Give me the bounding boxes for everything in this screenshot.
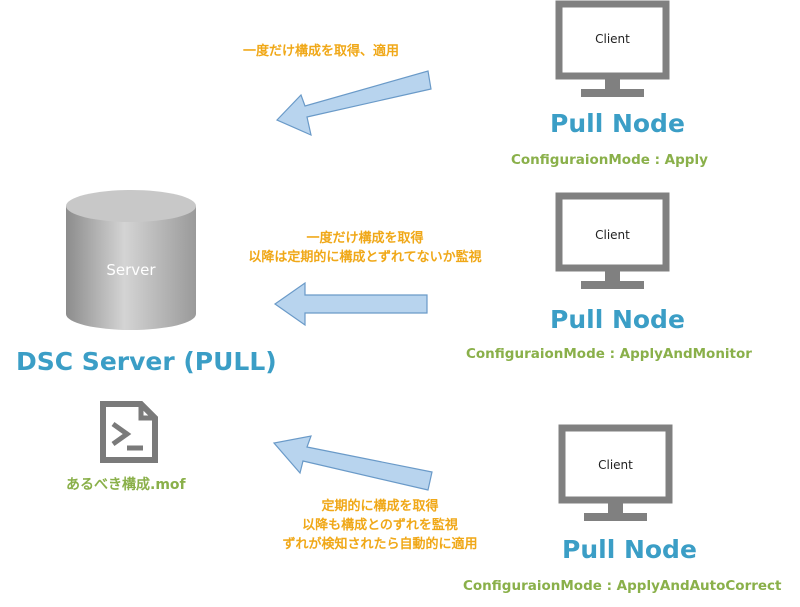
client-label-2: Client: [595, 228, 630, 242]
server-cylinder: Server: [64, 188, 198, 332]
server-label: Server: [106, 261, 156, 279]
database-icon: [66, 190, 196, 330]
arrow-text-3: 定期的に構成を取得 以降も構成とのずれを監視 ずれが検知されたら自動的に適用: [282, 499, 478, 552]
monitor-icon: [555, 0, 670, 97]
config-mode-1: ConfiguraionMode : Apply: [511, 152, 708, 168]
pull-node-title-3: Pull Node: [562, 535, 697, 564]
arrow-text-1: 一度だけ構成を取得、適用: [242, 44, 399, 59]
pull-node-title-1: Pull Node: [550, 109, 685, 138]
arrow-text-2: 一度だけ構成を取得 以降は定期的に構成とずれてないか監視: [248, 231, 482, 265]
client-label-1: Client: [595, 32, 630, 46]
client-monitor-2: Client: [555, 192, 670, 296]
pull-node-title-2: Pull Node: [550, 305, 685, 334]
monitor-icon: [558, 424, 673, 521]
arrow-left-1: [275, 70, 432, 137]
mof-file-icon: [97, 400, 161, 464]
arrow-left-2: [273, 281, 428, 327]
client-monitor-1: Client: [555, 0, 670, 104]
monitor-icon: [555, 192, 670, 289]
config-mode-3: ConfiguraionMode : ApplyAndAutoCorrect: [463, 578, 782, 594]
arrow-left-3: [272, 435, 433, 491]
client-label-3: Client: [598, 458, 633, 472]
server-title: DSC Server (PULL): [16, 347, 277, 376]
config-mode-2: ConfiguraionMode : ApplyAndMonitor: [466, 346, 752, 362]
mof-file-caption: あるべき構成.mof: [66, 477, 186, 493]
client-monitor-3: Client: [558, 424, 673, 528]
